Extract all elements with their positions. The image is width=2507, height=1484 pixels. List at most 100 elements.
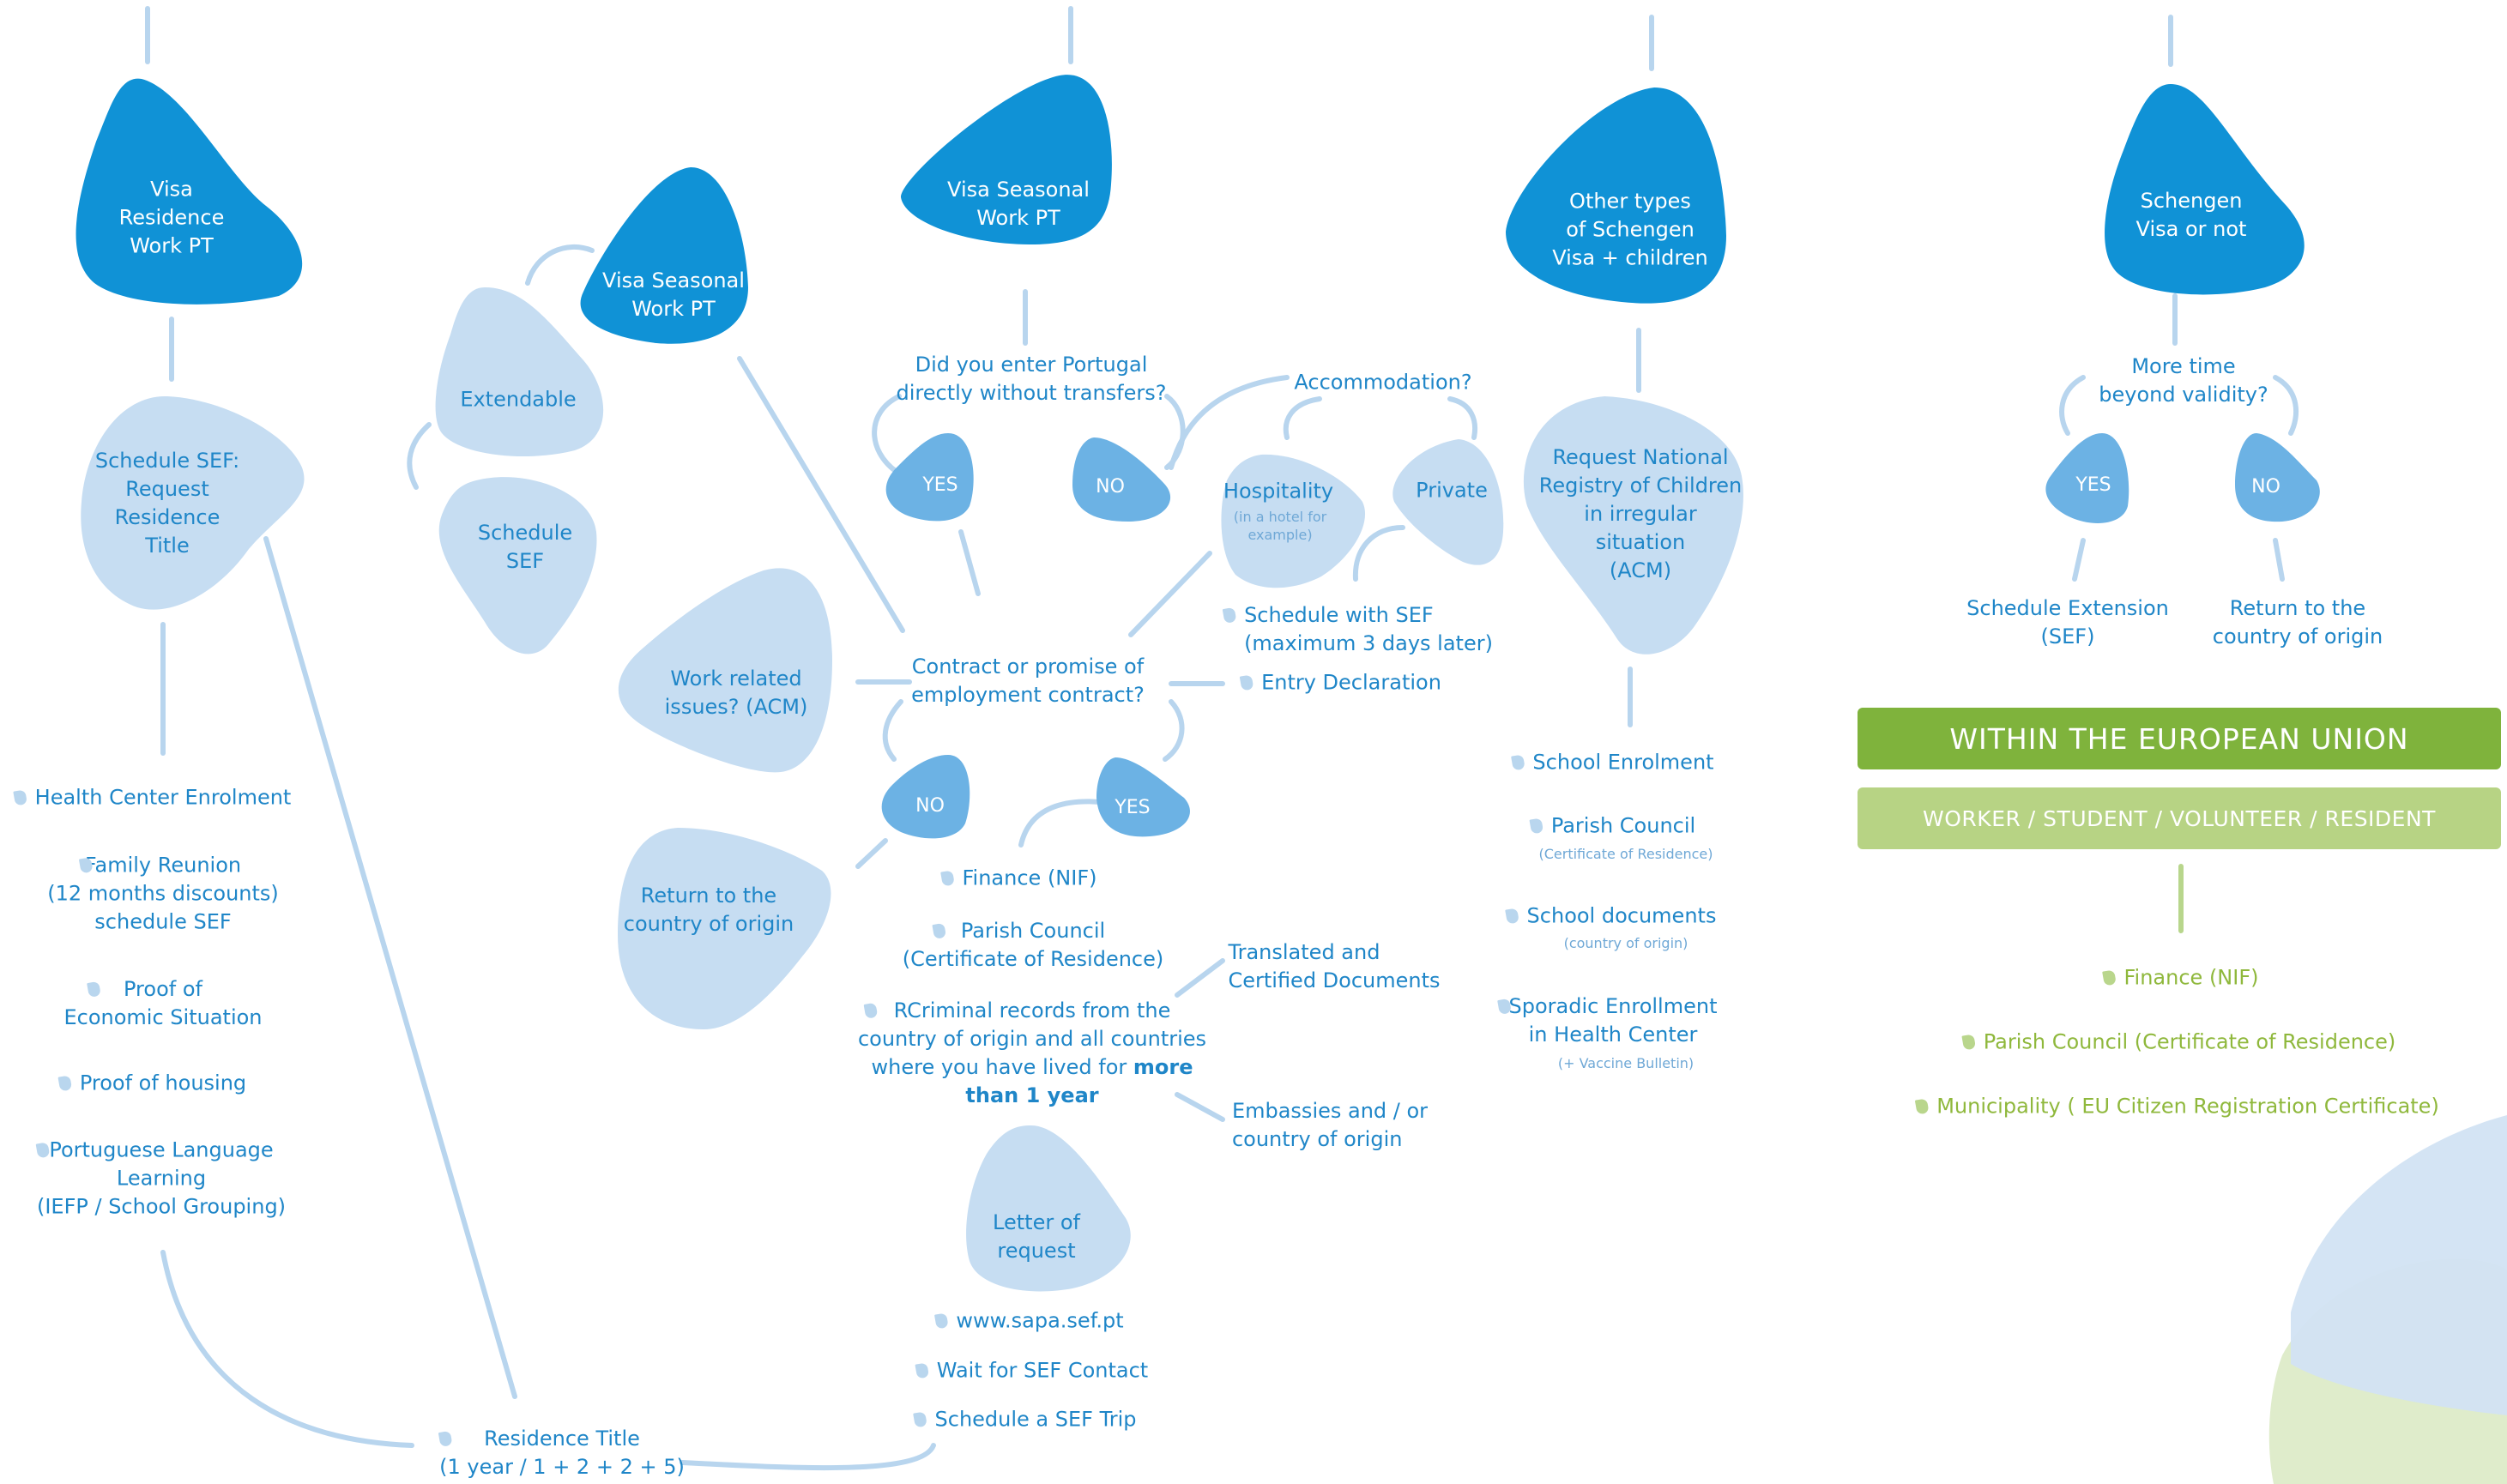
light-blobs bbox=[81, 287, 1743, 1292]
residence-title-item: Residence Title(1 year / 1 + 2 + 2 + 5) bbox=[438, 1426, 685, 1479]
blob-letter bbox=[966, 1125, 1131, 1292]
blob-visa-residence bbox=[76, 78, 303, 305]
blob-schengen bbox=[2105, 84, 2305, 295]
schedule-trip-item: Schedule a SEF Trip bbox=[913, 1405, 1136, 1433]
parish-council-item: Parish Council bbox=[1529, 811, 1695, 840]
arrow-criminal-to-translated bbox=[1175, 958, 1223, 998]
blob-other-schengen bbox=[1506, 87, 1726, 304]
private-label: Private bbox=[1416, 478, 1488, 503]
arrow-yes-to-contract bbox=[958, 529, 981, 594]
blob-visa-seasonal-small bbox=[580, 167, 748, 344]
sporadic-note: (+ Vaccine Bulletin) bbox=[1557, 1054, 1694, 1071]
blob-hospitality bbox=[1221, 454, 1366, 588]
arrow-hospitality-to-contract bbox=[1128, 551, 1212, 637]
blob-schedule-sef bbox=[438, 477, 597, 655]
schedule-sef-days: Schedule with SEF(maximum 3 days later) bbox=[1222, 601, 1493, 658]
arrow-visa-seasonal-to-extendable bbox=[525, 244, 595, 283]
arrow-residence-to-portuguese bbox=[160, 1250, 414, 1448]
health-center-item: Health Center Enrolment bbox=[13, 783, 291, 811]
arrow-question-to-yes5 bbox=[2059, 375, 2086, 433]
arrow-schedule-to-residence bbox=[263, 536, 517, 1397]
proof-housing-item: Proof of housing bbox=[57, 1069, 246, 1097]
extendable-label: Extendable bbox=[460, 387, 577, 412]
arrow-trip-to-residence bbox=[680, 1443, 936, 1471]
schedule-extension: Schedule Extension(SEF) bbox=[1966, 595, 2169, 648]
blob-return-origin bbox=[618, 828, 831, 1029]
entry-declaration: Entry Declaration bbox=[1239, 668, 1441, 697]
parish-item: Parish Council(Certificate of Residence) bbox=[902, 918, 1164, 971]
wait-sef-item: Wait for SEF Contact bbox=[915, 1356, 1148, 1384]
yes2-label: YES bbox=[1115, 796, 1151, 818]
yes5-label: YES bbox=[2075, 474, 2111, 496]
eu-municipality-item: Municipality ( EU Citizen Registration C… bbox=[1914, 1092, 2439, 1120]
school-docs-item: School documents bbox=[1505, 902, 1716, 930]
arrow-no-to-return bbox=[855, 838, 888, 869]
arrow-no-to-accommodation bbox=[1169, 375, 1290, 470]
arrow-contract-to-no bbox=[882, 699, 903, 762]
eu-banner-sub-text: WORKER / STUDENT / VOLUNTEER / RESIDENT bbox=[1923, 805, 2436, 831]
arrow-contract-to-yes bbox=[1165, 699, 1185, 762]
no5-label: NO bbox=[2251, 475, 2280, 498]
eu-parish-item: Parish Council (Certificate of Residence… bbox=[1961, 1028, 2395, 1056]
visa-blobs bbox=[76, 75, 2305, 344]
no1-label: NO bbox=[1096, 475, 1125, 498]
corner-blob-blue bbox=[2291, 1115, 2507, 1415]
arrow-no-to-return5 bbox=[2273, 538, 2285, 582]
criminal-records-item: RCriminal records from the country of or… bbox=[857, 998, 1207, 1108]
connector-arrows bbox=[145, 6, 2299, 1471]
blob-extendable bbox=[435, 287, 604, 457]
sapa-item[interactable]: www.sapa.sef.pt bbox=[933, 1306, 1124, 1335]
blob-no5 bbox=[2235, 433, 2320, 522]
arrow-visa-seasonal-to-contract bbox=[737, 356, 905, 630]
arrow-private-to-schedule bbox=[1352, 525, 1405, 582]
eu-banner-title-text: WITHIN THE EUROPEAN UNION bbox=[1949, 721, 2409, 756]
arrow-accomm-to-private bbox=[1447, 396, 1477, 440]
arrow-extendable-to-schedule bbox=[407, 422, 432, 487]
blob-schedule-sef-request bbox=[81, 395, 305, 610]
accommodation-question: Accommodation? bbox=[1294, 370, 1472, 395]
arrow-question-to-no5 bbox=[2273, 375, 2299, 433]
decision-blobs bbox=[881, 433, 2320, 839]
yes1-label: YES bbox=[922, 474, 958, 496]
blob-no1 bbox=[1072, 437, 1171, 522]
school-docs-note: (country of origin) bbox=[1563, 934, 1688, 951]
blob-yes5 bbox=[2045, 433, 2129, 523]
blob-private bbox=[1392, 439, 1504, 565]
eu-banner-sub: WORKER / STUDENT / VOLUNTEER / RESIDENT bbox=[1858, 787, 2501, 849]
finance-item: Finance (NIF) bbox=[940, 864, 1097, 892]
family-reunion-item: Family Reunion(12 months discounts)sched… bbox=[47, 853, 279, 934]
arrow-yes-to-extension bbox=[2072, 538, 2086, 582]
arrow-criminal-to-embassies bbox=[1175, 1092, 1223, 1122]
parish-note: (Certificate of Residence) bbox=[1538, 845, 1713, 862]
blob-yes2 bbox=[1096, 757, 1190, 837]
arrow-accomm-to-hospitality bbox=[1283, 396, 1322, 437]
blob-request-registry bbox=[1523, 396, 1743, 655]
blob-no2 bbox=[881, 755, 970, 839]
blob-yes1 bbox=[885, 433, 974, 522]
blob-visa-seasonal bbox=[901, 75, 1112, 244]
decorative-blobs bbox=[2268, 1115, 2507, 1484]
arrow-question-to-yes bbox=[872, 394, 902, 474]
eu-banner-title: WITHIN THE EUROPEAN UNION bbox=[1858, 708, 2501, 769]
eu-finance-item: Finance (NIF) bbox=[2102, 963, 2259, 992]
